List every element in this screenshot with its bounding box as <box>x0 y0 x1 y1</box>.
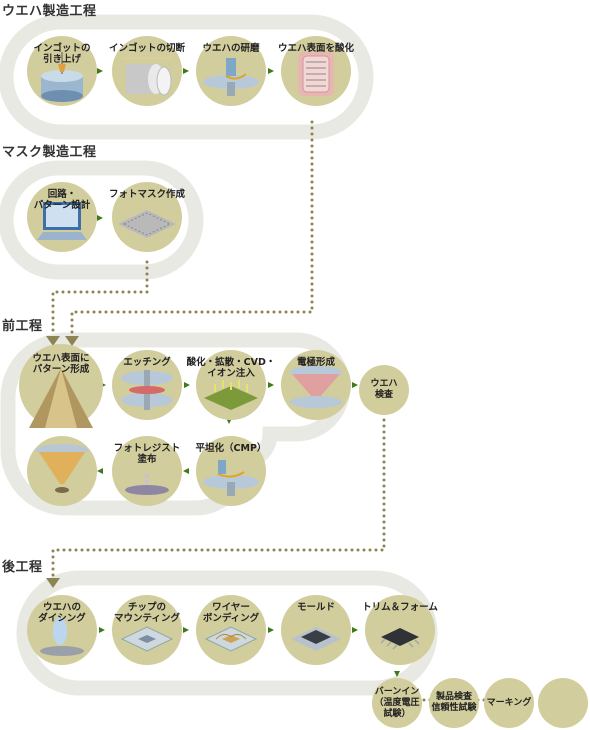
wafer-step-label: インゴットの切断 <box>108 43 185 54</box>
flow-arrows <box>97 68 400 677</box>
connector-front-to-back <box>51 418 386 580</box>
front-step-label: ウエハ 検査 <box>370 379 398 400</box>
arrow-wafer-1 <box>97 68 103 74</box>
final-step-label: バーンイン （温度電圧 試験） <box>374 686 420 719</box>
section-title-wafer: ウエハ製造工程 <box>2 4 97 19</box>
arrow-back-3 <box>268 627 274 633</box>
node-trim-form: トリム＆フォーム <box>362 595 438 665</box>
front-step-label: ウエハ表面に パターン形成 <box>32 353 90 375</box>
section-title-front: 前工程 <box>2 319 43 334</box>
back-step-label: ワイヤー ボンディング <box>202 602 260 624</box>
node-wafer-inspection: ウエハ 検査 <box>359 365 409 415</box>
arrow-front-back-2 <box>97 468 103 474</box>
node-photomask: フォトマスク作成 <box>109 182 185 252</box>
node-oxidation-diffusion: 酸化・拡散・CVD・ イオン注入 <box>187 350 275 420</box>
front-step-label: フォトレジスト 塗布 <box>113 443 181 465</box>
electrode-chamber-icon <box>290 366 342 408</box>
connector-mask-to-front <box>51 260 149 338</box>
mask-step-label: フォトマスク作成 <box>108 189 185 200</box>
arrow-wafer-3 <box>268 68 274 74</box>
arrow-mask-1 <box>97 215 103 221</box>
node-ingot-pulling: インゴットの 引き上げ <box>27 36 97 106</box>
back-step-label: ウエハの ダイシング <box>38 602 86 624</box>
node-pattern-formation: ウエハ表面に パターン形成 <box>19 344 103 428</box>
arrow-front-3 <box>268 382 274 388</box>
node-marking: マーキング <box>484 678 534 728</box>
node-photoresist: フォトレジスト 塗布 <box>112 436 182 506</box>
node-product-inspection: 製品検査 信頼性試験 <box>429 678 479 728</box>
photomask-icon <box>118 210 176 238</box>
node-circuit-design: 回路・ パターン設計 <box>27 182 97 252</box>
node-dicing: ウエハの ダイシング <box>27 595 97 665</box>
dicing-blade-icon <box>40 617 84 656</box>
arrow-wafer-2 <box>183 68 189 74</box>
front-step-label: エッチング <box>123 357 171 368</box>
mask-step-label: 回路・ パターン設計 <box>33 189 91 211</box>
cmp-polishing-icon <box>203 460 259 496</box>
wafer-step-label: ウエハの研磨 <box>202 43 260 54</box>
wafer-step-label: ウエハ表面を酸化 <box>277 43 354 54</box>
arrow-back-4 <box>352 627 358 633</box>
entry-triangle-2 <box>65 336 79 346</box>
node-cmp: 平坦化（CMP） <box>196 436 266 506</box>
final-step-label: 製品検査 信頼性試験 <box>431 692 477 713</box>
wafer-polishing-icon <box>203 58 259 96</box>
arrow-back-2 <box>183 627 189 633</box>
arrow-back-1 <box>99 627 105 633</box>
pattern-exposure-icon <box>29 368 93 428</box>
ingot-pulling-icon <box>41 52 83 102</box>
back-step-label: チップの マウンティング <box>114 602 180 624</box>
node-chip-mounting: チップの マウンティング <box>112 595 182 665</box>
wire-bonding-icon <box>204 626 258 652</box>
back-step-label: モールド <box>296 602 335 613</box>
node-wafer-oxidation: ウエハ表面を酸化 <box>278 36 354 106</box>
node-electrode: 電極形成 <box>281 350 351 420</box>
arrow-front-back-1 <box>183 468 189 474</box>
wafer-track <box>0 14 374 140</box>
oxidation-furnace-icon <box>298 52 334 96</box>
node-wafer-polishing: ウエハの研磨 <box>196 36 266 106</box>
etching-chamber-icon <box>121 370 173 410</box>
front-step-label: 平坦化（CMP） <box>195 443 267 454</box>
connector-wafer-to-front <box>70 120 314 338</box>
final-step-label: マーキング <box>486 697 532 708</box>
entry-triangle-3 <box>46 578 60 588</box>
node-pattern-lens <box>27 436 97 506</box>
mold-package-icon <box>291 627 341 651</box>
photoresist-coating-icon <box>125 474 169 495</box>
node-ingot-slicing: インゴットの切断 <box>109 36 185 106</box>
node-etching: エッチング <box>112 350 182 420</box>
arrow-back-down <box>394 671 400 677</box>
arrow-front-2 <box>184 382 190 388</box>
back-step-label: トリム＆フォーム <box>362 602 438 613</box>
mask-track <box>0 160 204 280</box>
node-molding: モールド <box>281 595 351 665</box>
entry-triangle-1 <box>46 336 60 346</box>
ingot-slicing-icon <box>122 56 172 96</box>
front-step-label: 酸化・拡散・CVD・ イオン注入 <box>186 357 276 379</box>
node-final-empty <box>538 678 588 728</box>
section-title-back: 後工程 <box>2 560 43 575</box>
wafer-step-label: インゴットの 引き上げ <box>33 43 91 65</box>
node-wire-bonding: ワイヤー ボンディング <box>196 595 266 665</box>
front-step-label: 電極形成 <box>296 357 335 368</box>
section-title-mask: マスク製造工程 <box>2 145 97 160</box>
computer-monitor-icon <box>37 202 87 240</box>
ion-implant-icon <box>204 380 258 410</box>
chip-mount-icon <box>120 626 174 652</box>
lens-cone-icon <box>36 444 88 493</box>
ic-chip-icon <box>380 628 420 650</box>
arrow-front-4 <box>352 382 358 388</box>
node-burn-in: バーンイン （温度電圧 試験） <box>372 678 422 728</box>
